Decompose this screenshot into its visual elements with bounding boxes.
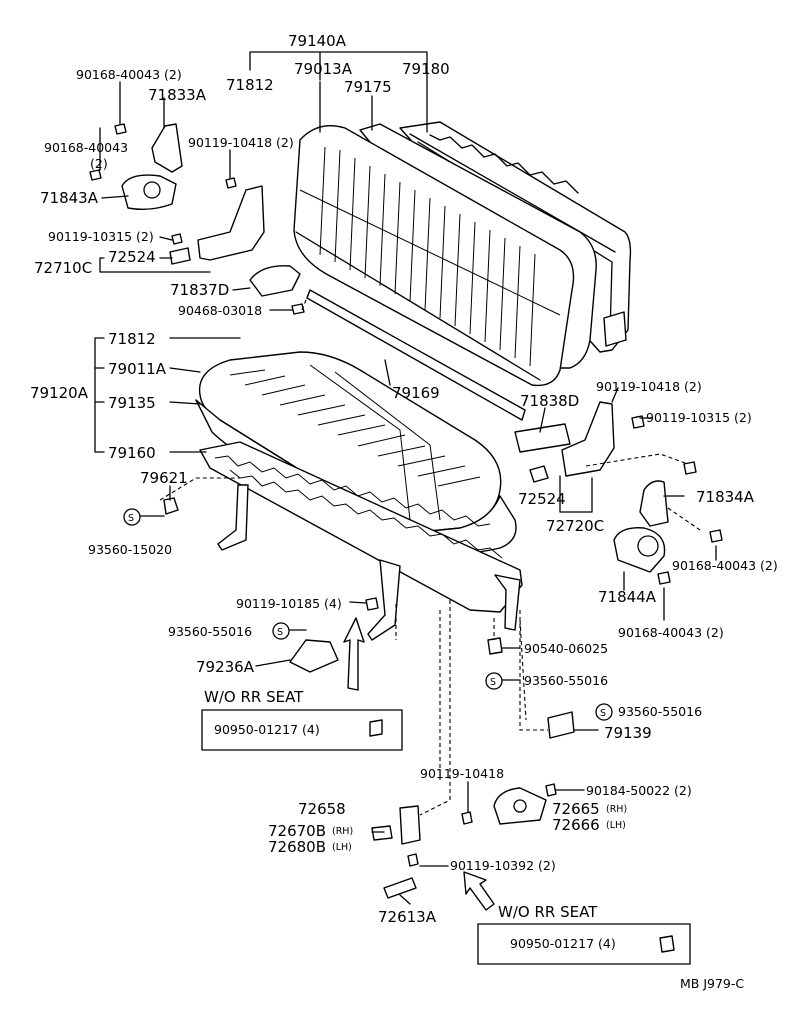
label-72613A: 72613A — [378, 908, 437, 926]
label-93560-55016-b: 93560-55016 — [524, 673, 608, 688]
label-90119-10418-c: 90119-10418 — [420, 766, 504, 781]
label-71812-upper: 71812 — [226, 76, 274, 94]
label-79013A: 79013A — [294, 60, 353, 78]
dashed-leaders — [159, 289, 701, 816]
label-79175: 79175 — [344, 78, 392, 96]
label-71834A: 71834A — [696, 488, 755, 506]
seat-cushion — [198, 351, 502, 533]
svg-text:S: S — [600, 708, 606, 719]
label-72710C: 72710C — [34, 259, 92, 277]
label-72666: 72666 — [552, 816, 600, 834]
label-90168-40043-b-qty: (2) — [90, 156, 108, 171]
label-71812-lower: 71812 — [108, 330, 156, 348]
label-72524-right: 72524 — [518, 490, 566, 508]
footer-code: MB J979-C — [680, 976, 744, 991]
label-79236A: 79236A — [196, 658, 255, 676]
label-79120A: 79120A — [30, 384, 89, 402]
lower-latch-parts — [371, 783, 675, 953]
label-72524-left: 72524 — [108, 248, 156, 266]
label-79135: 79135 — [108, 394, 156, 412]
label-90468-03018: 90468-03018 — [178, 303, 262, 318]
note-box-1 — [201, 709, 403, 751]
label-79160: 79160 — [108, 444, 156, 462]
label-79169: 79169 — [392, 384, 440, 402]
label-71833A: 71833A — [148, 86, 207, 104]
arrow-lower — [463, 871, 495, 911]
label-72670B: 72670B — [268, 822, 326, 840]
label-90119-10418-b: 90119-10418 (2) — [596, 379, 702, 394]
arrow-upper — [343, 617, 365, 691]
label-72720C: 72720C — [546, 517, 604, 535]
right-side-parts — [487, 401, 723, 739]
label-72665: 72665 — [552, 800, 600, 818]
label-79621: 79621 — [140, 469, 188, 487]
label-79180: 79180 — [402, 60, 450, 78]
seat-back-pad — [293, 123, 597, 387]
note-box-1-part: 90950-01217 (4) — [214, 722, 320, 737]
leader-lines — [94, 51, 717, 905]
label-90168-40043-c: 90168-40043 (2) — [672, 558, 778, 573]
label-90119-10185: 90119-10185 (4) — [236, 596, 342, 611]
label-90540-06025: 90540-06025 — [524, 641, 608, 656]
label-79011A: 79011A — [108, 360, 167, 378]
svg-text:S: S — [490, 677, 496, 688]
s-ring-icon: S S S S — [123, 508, 613, 721]
left-side-parts — [89, 123, 383, 737]
label-90119-10315-b: 90119-10315 (2) — [646, 410, 752, 425]
svg-text:S: S — [128, 513, 134, 524]
label-71843A: 71843A — [40, 189, 99, 207]
note-box-2 — [477, 923, 691, 965]
label-79139: 79139 — [604, 724, 652, 742]
label-71837D: 71837D — [170, 281, 229, 299]
label-72680B: 72680B — [268, 838, 326, 856]
note-wo-rr-seat-2: W/O RR SEAT — [498, 903, 598, 921]
note-wo-rr-seat-1: W/O RR SEAT — [204, 688, 304, 706]
label-93560-55016-c: 93560-55016 — [618, 704, 702, 719]
label-90168-40043-a: 90168-40043 (2) — [76, 67, 182, 82]
label-90119-10315-a: 90119-10315 (2) — [48, 229, 154, 244]
label-93560-15020: 93560-15020 — [88, 542, 172, 557]
label-72666-side: (LH) — [606, 820, 626, 831]
note-box-2-part: 90950-01217 (4) — [510, 936, 616, 951]
label-90168-40043-d: 90168-40043 (2) — [618, 625, 724, 640]
label-90119-10392: 90119-10392 (2) — [450, 858, 556, 873]
label-90119-10418-a: 90119-10418 (2) — [188, 135, 294, 150]
label-93560-55016-a: 93560-55016 — [168, 624, 252, 639]
label-72670B-side: (RH) — [332, 826, 353, 837]
label-90184-50022: 90184-50022 (2) — [586, 783, 692, 798]
label-71844A: 71844A — [598, 588, 657, 606]
label-90168-40043-b: 90168-40043 — [44, 140, 128, 155]
cushion-frame — [199, 441, 523, 641]
label-79140A: 79140A — [288, 32, 347, 50]
label-71838D: 71838D — [520, 392, 579, 410]
label-72680B-side: (LH) — [332, 842, 352, 853]
svg-text:S: S — [277, 627, 283, 638]
label-72658: 72658 — [298, 800, 346, 818]
label-72665-side: (RH) — [606, 804, 627, 815]
